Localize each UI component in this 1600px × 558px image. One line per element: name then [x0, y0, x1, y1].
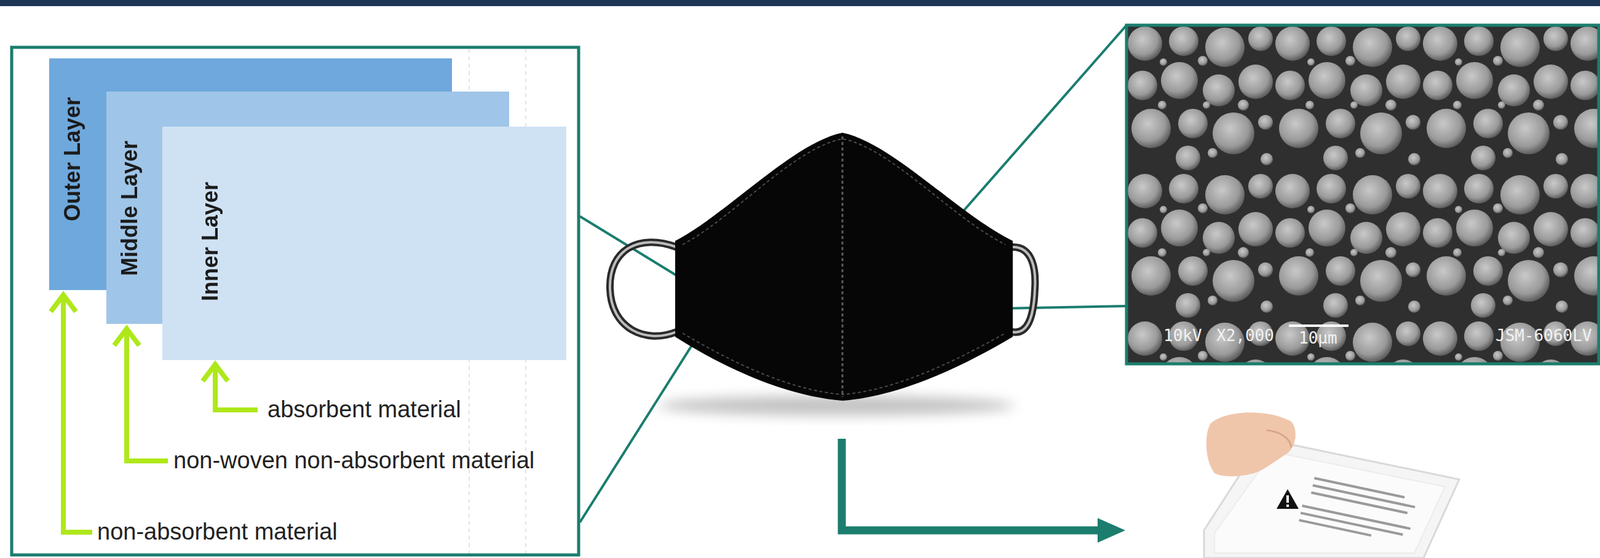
pointer-arrow: [126, 330, 166, 462]
pointer-arrow: [63, 296, 90, 533]
layer-name: Middle Layer: [118, 140, 141, 277]
layer-name: Inner Layer: [199, 182, 222, 302]
sem-model: JSM-6060LV: [1495, 327, 1593, 345]
scale-bar: [1288, 324, 1349, 328]
flow-arrow: [841, 439, 1126, 543]
arrow-head: [52, 295, 75, 310]
material-label: non-woven non-absorbent material: [173, 448, 535, 475]
layer-box: Inner Layer: [162, 126, 567, 361]
leader-lines: [579, 25, 1127, 523]
layer-name: Outer Layer: [61, 97, 84, 222]
material-label: non-absorbent material: [97, 519, 338, 546]
layers-frame: [11, 47, 579, 556]
top-bar: [0, 0, 1600, 7]
material-label: absorbent material: [267, 397, 462, 424]
arrow-head: [204, 364, 227, 380]
sem-scale: 10µm: [1298, 329, 1338, 348]
sem-voltage: 10kV: [1163, 327, 1203, 345]
face-mask: [609, 132, 1035, 416]
sem-magnification: X2,000: [1216, 327, 1275, 345]
sem-image: [1126, 25, 1600, 365]
arrow-head: [115, 328, 138, 344]
pointer-arrow: [215, 365, 256, 411]
bag-photo: [1203, 412, 1460, 558]
